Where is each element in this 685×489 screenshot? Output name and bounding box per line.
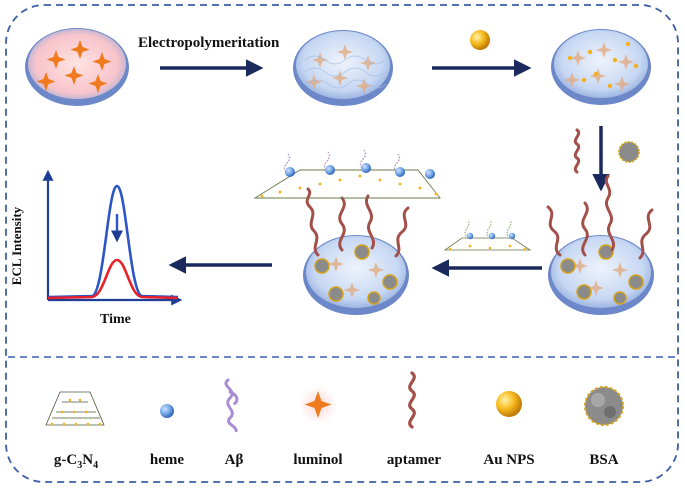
ecl-intensity-plot: [42, 169, 183, 306]
legend-label-abeta: Aβ: [224, 452, 244, 468]
legend-g-c3n4-icon: [45, 391, 105, 426]
legend-amyloid-beta-icon: [224, 378, 239, 434]
legend-label-aptamer: aptamer: [386, 452, 442, 468]
electrode-aptamer-bsa: [546, 174, 654, 315]
luminol-star-icon: [36, 40, 112, 93]
ecl-curve-high: [47, 184, 179, 299]
legend-label-g-c3n4: g-C3N4: [54, 452, 98, 471]
electrode-polymerized: [293, 30, 393, 106]
bsa-protein-icon: [618, 141, 640, 163]
ecl-y-axis-label: ECL Intensity: [9, 206, 25, 286]
aptamer-strand-icon: [573, 128, 581, 174]
legend-bsa-icon: [584, 386, 624, 426]
legend-heme-icon: [160, 404, 174, 418]
step-label-electropolymerization: Electropolymeritation: [138, 35, 280, 51]
gcn-label-sub4: 4: [93, 460, 99, 471]
legend-gold-np-icon: [496, 391, 522, 417]
legend-label-bsa: BSA: [589, 452, 619, 468]
electrode-bare-luminol: [25, 28, 129, 106]
legend-luminol-icon: [299, 386, 337, 424]
gcn-label-sub3: 3: [77, 460, 83, 471]
ecl-x-axis-label: Time: [100, 312, 131, 327]
g-c3n4-heme-complex-icon: [443, 219, 532, 251]
legend-label-luminol: luminol: [293, 452, 343, 468]
gcn-label-n: N: [82, 452, 94, 468]
legend-aptamer-icon: [408, 371, 416, 429]
legend-label-heme: heme: [149, 452, 185, 468]
outer-dashed-frame: [5, 4, 679, 483]
electrode-gold-modified: [551, 29, 651, 105]
gcn-label-gc: g-C: [53, 452, 78, 468]
electrode-sensing-interface: [253, 149, 441, 315]
legend-label-au-nps: Au NPS: [483, 452, 535, 468]
gold-nanoparticle-icon: [470, 30, 490, 50]
ecl-curve-low: [47, 258, 179, 300]
